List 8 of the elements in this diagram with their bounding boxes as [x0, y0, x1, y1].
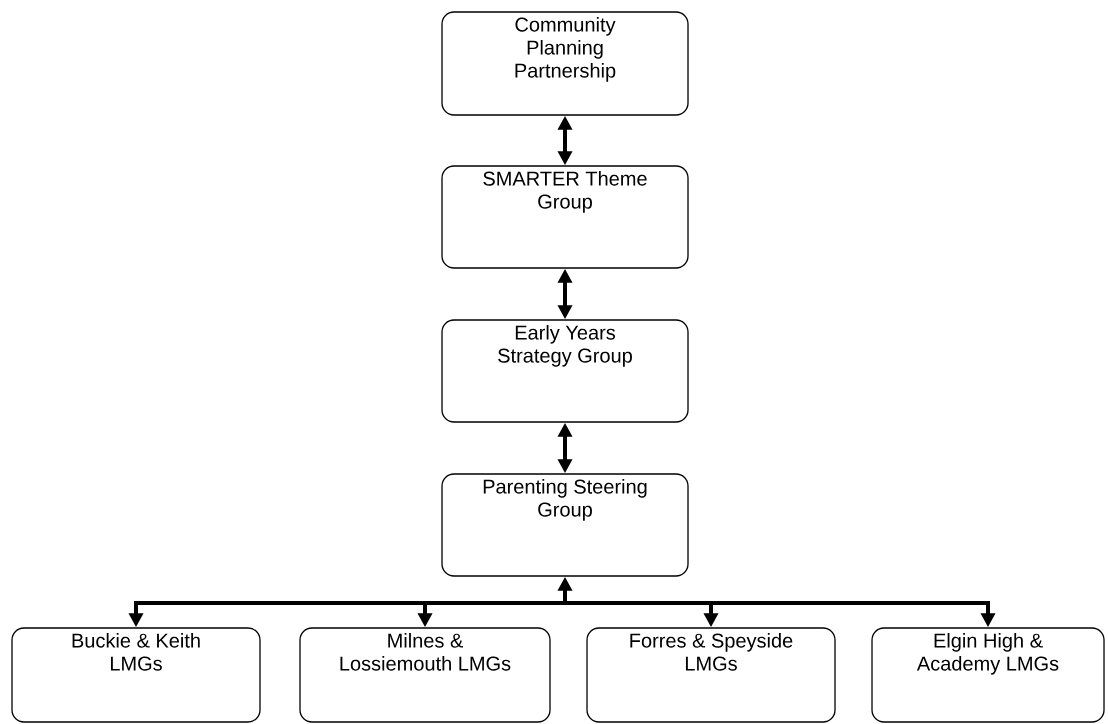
group-box: Community Planning Partnership — [441, 11, 689, 116]
group-box: Early Years Strategy Group — [441, 319, 689, 423]
group-box: Parenting Steering Group — [441, 473, 689, 577]
group-box: Buckie & Keith LMGs — [11, 627, 261, 723]
group-box: Milnes & Lossiemouth LMGs — [299, 627, 551, 723]
group-box: Forres & Speyside LMGs — [586, 627, 836, 723]
group-box: SMARTER Theme Group — [441, 165, 689, 269]
group-box: Elgin High & Academy LMGs — [871, 627, 1105, 723]
